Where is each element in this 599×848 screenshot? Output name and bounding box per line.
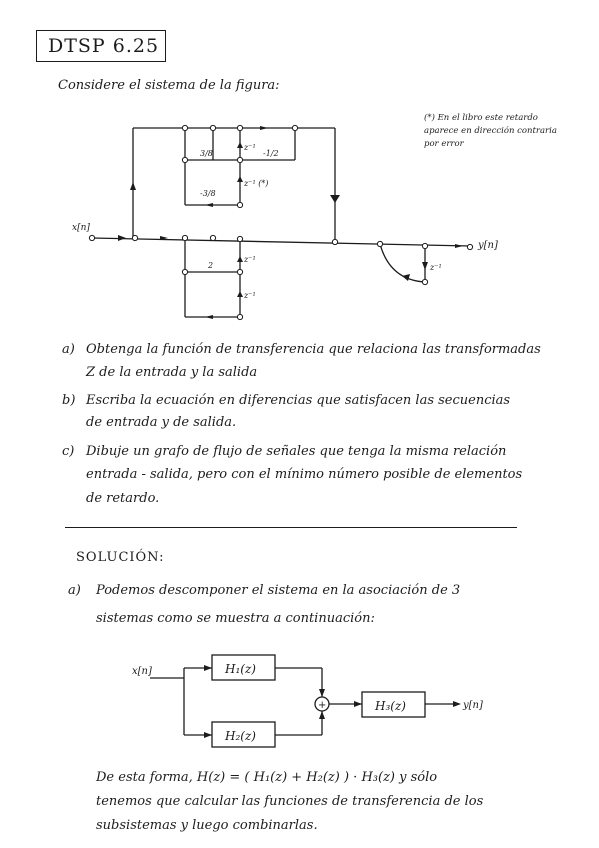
- question-a-line2: Z de la entrada y la salida: [86, 365, 258, 380]
- question-b-letter: b): [62, 393, 76, 408]
- solution-a-line2: sistemas como se muestra a continuación:: [96, 611, 375, 626]
- fig1-coef-2: 2: [207, 261, 213, 270]
- formula-line1: De esta forma, H(z) = ( H₁(z) + H₂(z) ) …: [96, 770, 438, 785]
- intro-text: Considere el sistema de la figura:: [58, 78, 280, 93]
- solution-a-line1: Podemos descomponer el sistema en la aso…: [96, 583, 461, 598]
- block-output-label: y[n]: [462, 700, 483, 711]
- fig1-output-label: y[n]: [477, 240, 498, 251]
- fig1-coef-3-8: 3/8: [200, 149, 213, 158]
- question-c-line2: entrada - salida, pero con el mínimo núm…: [86, 467, 523, 482]
- fig1-delay-output: z⁻¹: [429, 263, 442, 272]
- solution-heading: SOLUCIÓN:: [76, 550, 165, 565]
- question-a-line1: Obtenga la función de transferencia que …: [86, 342, 541, 357]
- question-c-line1: Dibuje un grafo de flujo de señales que …: [86, 444, 507, 459]
- question-a-letter: a): [62, 342, 75, 357]
- h2-label: H₂(z): [224, 729, 256, 743]
- fig1-coef-neg-half: -1/2: [263, 149, 279, 158]
- formula-line3: subsistemas y luego combinarlas.: [96, 818, 318, 833]
- formula-line2: tenemos que calcular las funciones de tr…: [96, 794, 484, 809]
- errata-note: (*) En el libro este retardo aparece en …: [424, 113, 557, 149]
- title-box: [36, 30, 166, 62]
- page-title: DTSP 6.25: [48, 35, 160, 57]
- solution-a-letter: a): [68, 583, 81, 598]
- fig1-delay-bottom-2: z⁻¹: [243, 291, 256, 300]
- fig1-input-label: x[n]: [72, 223, 90, 233]
- question-c-line3: de retardo.: [86, 491, 160, 506]
- block-input-label: x[n]: [132, 666, 152, 677]
- question-c-letter: c): [62, 444, 75, 459]
- fig1-delay-top: z⁻¹: [243, 143, 256, 152]
- fig1-coef-neg-3-8: -3/8: [200, 189, 216, 198]
- adder-sign: +: [318, 700, 326, 711]
- h3-label: H₃(z): [374, 699, 406, 713]
- fig1-delay-loop: z⁻¹ (*): [243, 179, 268, 188]
- fig1-delay-bottom-1: z⁻¹: [243, 255, 256, 264]
- section-divider: [65, 527, 517, 528]
- h1-label: H₁(z): [224, 662, 256, 676]
- question-b-line2: de entrada y de salida.: [86, 415, 237, 430]
- question-b-line1: Escriba la ecuación en diferencias que s…: [86, 393, 511, 408]
